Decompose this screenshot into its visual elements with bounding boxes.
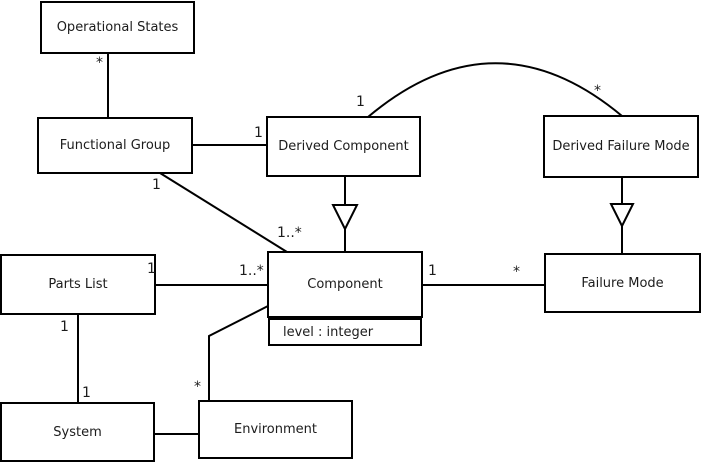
multiplicity-curve-derived-failure-mode-end: * bbox=[594, 83, 601, 99]
class-component-attributes: level : integer bbox=[268, 318, 422, 346]
class-derived-component: Derived Component bbox=[266, 116, 421, 177]
class-name: Functional Group bbox=[59, 138, 171, 153]
class-component: Component bbox=[267, 251, 423, 318]
class-name: Parts List bbox=[48, 277, 108, 292]
class-derived-failure-mode: Derived Failure Mode bbox=[543, 115, 699, 178]
class-operational-states: Operational States bbox=[40, 1, 195, 54]
multiplicity-component-right-end: 1 bbox=[428, 263, 437, 279]
association-functional-group-component bbox=[159, 172, 288, 253]
multiplicity-functional-group-bottom-end: 1 bbox=[152, 177, 161, 193]
multiplicity-parts-list-right-end: 1 bbox=[147, 261, 156, 277]
class-failure-mode: Failure Mode bbox=[544, 253, 701, 313]
multiplicity-environment-top-end: * bbox=[194, 379, 201, 395]
association-derived-component-derived-failure-mode-arc bbox=[367, 62, 623, 118]
class-name: Environment bbox=[233, 422, 317, 437]
multiplicity-curve-derived-component-end: 1 bbox=[356, 94, 365, 110]
association-component-environment bbox=[208, 305, 269, 401]
generalization-triangle-icon bbox=[331, 204, 359, 232]
class-functional-group: Functional Group bbox=[37, 117, 193, 174]
multiplicity-component-topleft-end: 1..* bbox=[277, 225, 302, 241]
class-name: Derived Component bbox=[278, 139, 409, 154]
multiplicity-component-left-end: 1..* bbox=[239, 263, 264, 279]
class-parts-list: Parts List bbox=[0, 254, 156, 315]
multiplicity-operational-states-end: * bbox=[96, 55, 103, 71]
class-name: Component bbox=[307, 277, 383, 292]
class-name: Derived Failure Mode bbox=[552, 139, 690, 154]
multiplicity-parts-list-bottom-end: 1 bbox=[60, 319, 69, 335]
multiplicity-derived-component-left-end: 1 bbox=[254, 125, 263, 141]
generalization-triangle-icon bbox=[609, 203, 635, 229]
multiplicity-system-top-end: 1 bbox=[82, 385, 91, 401]
class-system: System bbox=[0, 402, 155, 462]
multiplicity-failure-mode-left-end: * bbox=[513, 264, 520, 280]
attribute-label: level : integer bbox=[283, 324, 374, 340]
class-name: System bbox=[53, 424, 102, 440]
class-name: Failure Mode bbox=[581, 275, 664, 291]
class-name: Operational States bbox=[56, 20, 179, 35]
class-environment: Environment bbox=[198, 400, 353, 459]
